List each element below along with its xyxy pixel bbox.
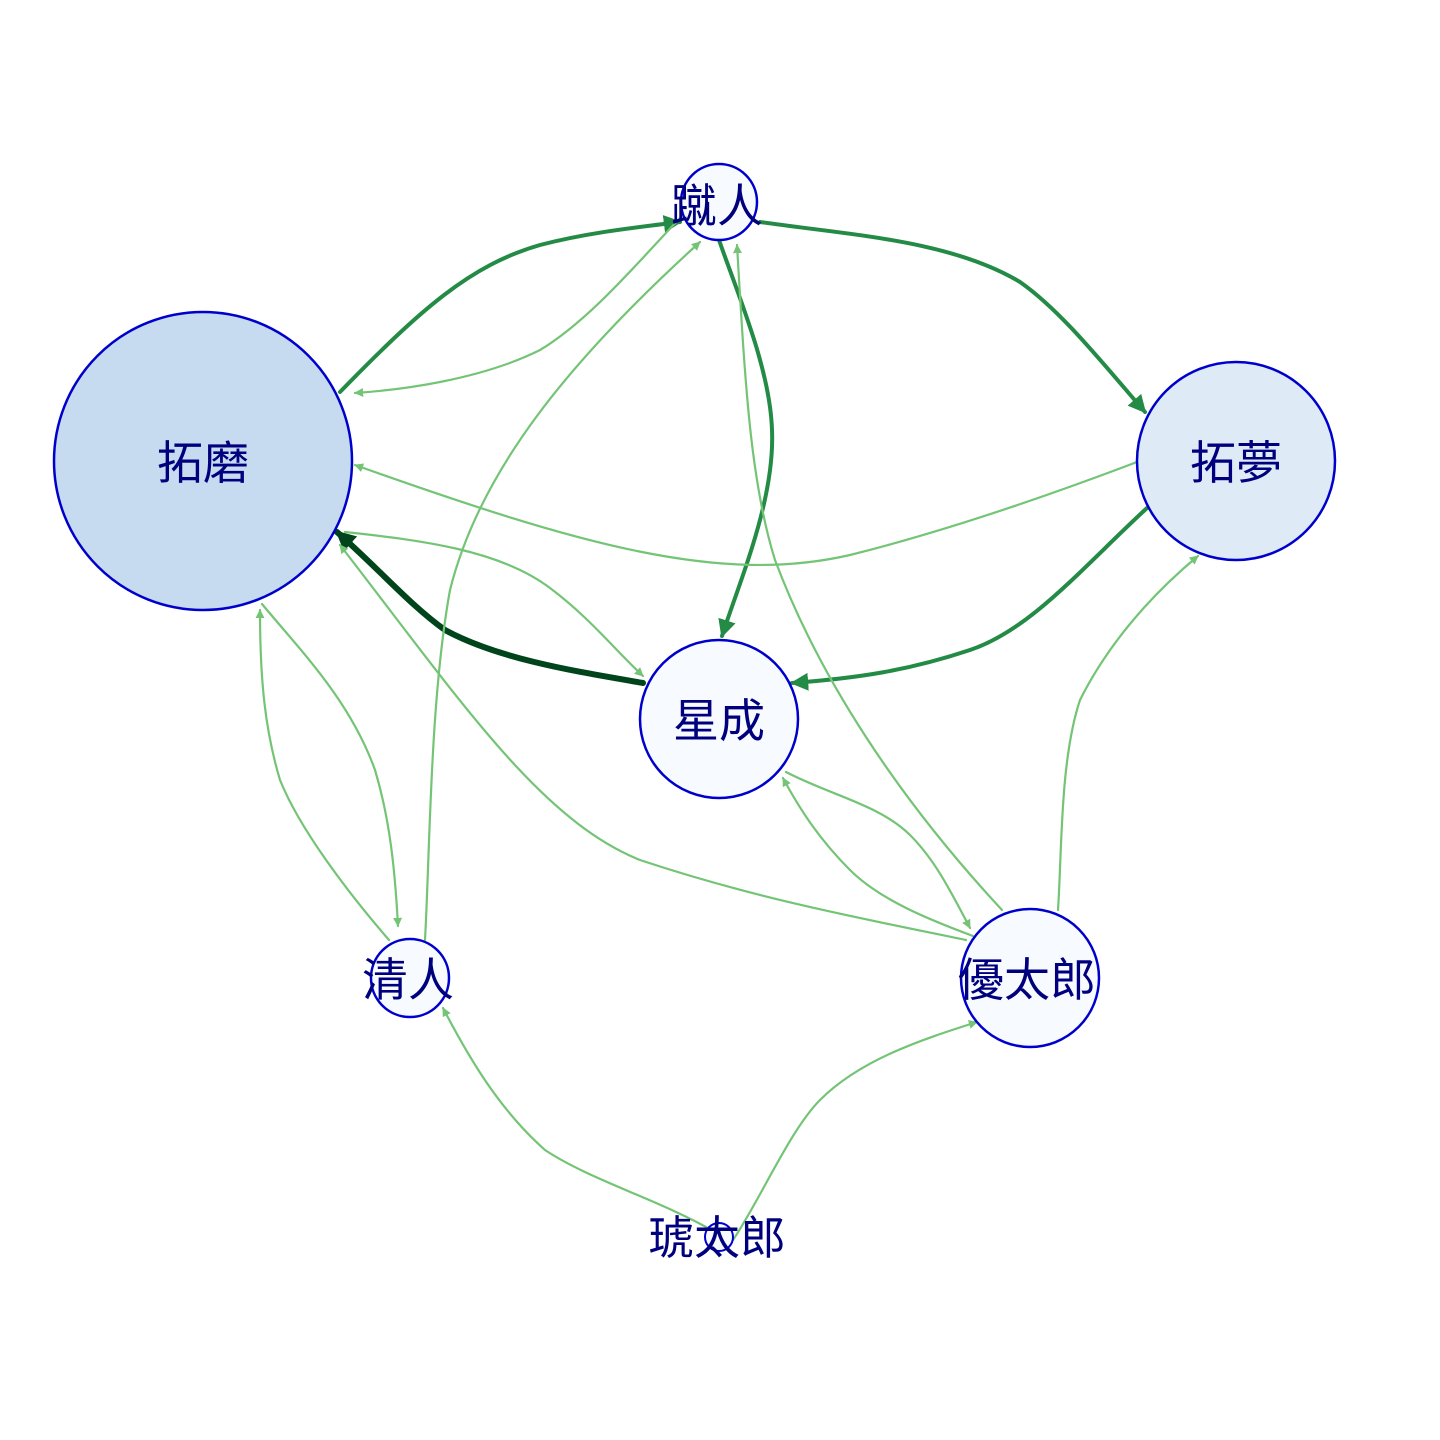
node-takumu-circle: [1135, 360, 1337, 562]
node-shuto[interactable]: 蹴人: [671, 162, 763, 242]
node-yutaro-label: 優太郎: [958, 953, 1096, 1007]
node-seina[interactable]: 星成: [638, 638, 800, 800]
node-kotaro-circle: [704, 1222, 734, 1252]
node-kiyoto-circle: [369, 937, 451, 1019]
node-seina-label: 星成: [673, 694, 765, 748]
node-takuma-circle: [52, 310, 354, 612]
node-shuto-label: 蹴人: [671, 179, 763, 233]
edge-yutaro-to-shuto: [732, 243, 1004, 912]
edge-kiyoto-to-takuma: [255, 608, 391, 942]
edge-seina-to-yutaro: [784, 770, 972, 930]
edge-takumu-to-seina: [790, 506, 1149, 691]
edge-seina-to-takuma: [334, 529, 646, 686]
edge-yutaro-to-takumu: [1056, 554, 1200, 912]
node-yutaro[interactable]: 優太郎: [958, 907, 1101, 1049]
edge-takuma-to-seina: [343, 530, 645, 678]
edge-takuma-to-kiyoto: [260, 602, 403, 928]
edge-yutaro-to-seina: [781, 776, 975, 938]
node-seina-circle: [638, 638, 800, 800]
edge-shuto-to-seina: [717, 238, 775, 638]
edge-takumu-to-takuma: [353, 460, 1139, 567]
edge-kotaro-to-yutaro: [731, 1020, 979, 1242]
edges-layer: [255, 215, 1200, 1242]
edge-yutaro-to-takuma: [338, 543, 968, 942]
node-yutaro-circle: [959, 907, 1101, 1049]
node-takuma[interactable]: 拓磨: [52, 310, 354, 612]
edge-kotaro-to-kiyoto: [441, 1006, 717, 1234]
edge-shuto-to-takumu: [758, 220, 1147, 414]
node-takuma-label: 拓磨: [157, 436, 249, 490]
node-takumu-label: 拓夢: [1190, 436, 1282, 490]
node-takumu[interactable]: 拓夢: [1135, 360, 1337, 562]
edge-shuto-to-takuma: [353, 216, 682, 397]
node-kotaro[interactable]: 琥太郎: [648, 1211, 786, 1265]
node-kiyoto[interactable]: 清人: [362, 937, 454, 1019]
edge-kiyoto-to-shuto: [423, 240, 702, 942]
nodes-layer: 拓磨 蹴人 拓夢 星成 清人 優太郎 琥太郎: [52, 162, 1337, 1265]
node-shuto-circle: [679, 162, 759, 242]
node-kotaro-label: 琥太郎: [648, 1211, 786, 1265]
edge-takuma-to-shuto: [338, 215, 682, 394]
node-kiyoto-label: 清人: [362, 953, 454, 1007]
